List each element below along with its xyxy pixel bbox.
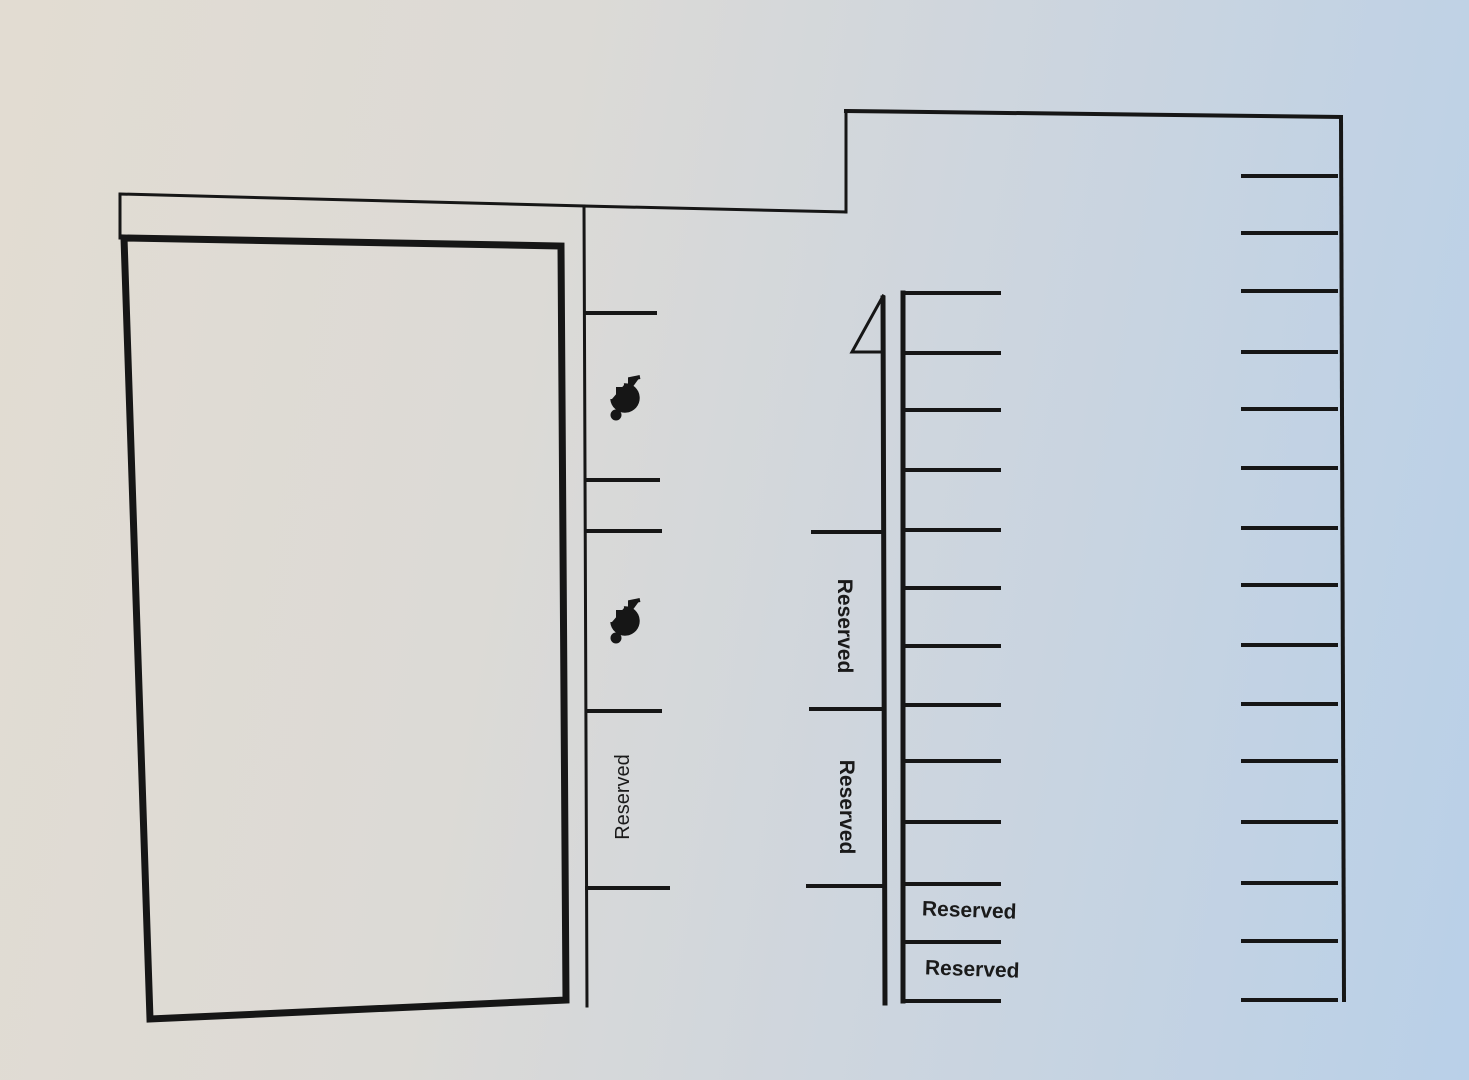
row-reserved-label-1: Reserved	[922, 897, 1017, 923]
building	[120, 234, 570, 1023]
outer-wall-stall-lines	[1241, 174, 1338, 1002]
lot-boundary	[118, 108, 1347, 1008]
curb-stall-lines	[584, 311, 670, 890]
center-island	[849, 290, 906, 1006]
aisle-reserved-label-lower: Reserved	[835, 760, 858, 855]
curb-reserved-label: Reserved	[612, 754, 634, 840]
wheelchair-icon	[610, 375, 641, 421]
wheelchair-icon	[610, 598, 641, 644]
aisle-left-stall-lines	[806, 530, 884, 888]
island-right-stall-lines	[901, 291, 1001, 1003]
aisle-reserved-label-upper: Reserved	[833, 579, 856, 674]
row-reserved-label-2: Reserved	[925, 956, 1020, 982]
